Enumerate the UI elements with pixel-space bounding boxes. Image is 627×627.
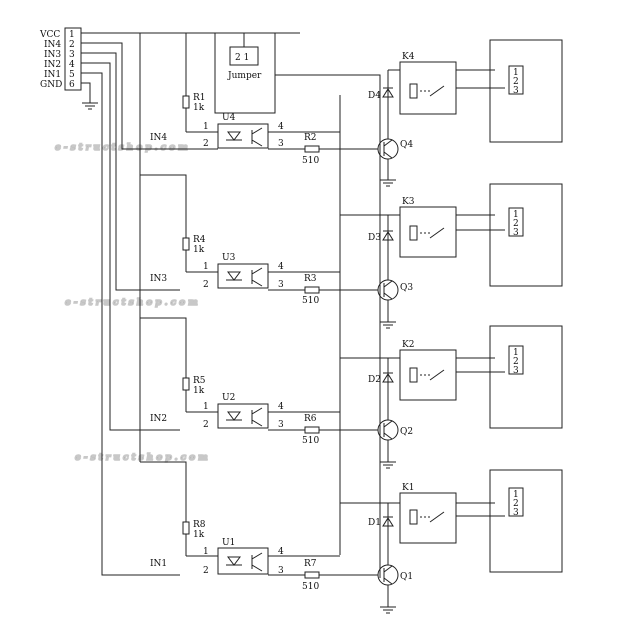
r2-value: 510: [302, 156, 319, 166]
svg-text:D2: D2: [368, 375, 381, 385]
svg-text:2: 2: [203, 280, 209, 290]
svg-text:1: 1: [513, 490, 519, 500]
svg-text:1k: 1k: [193, 530, 205, 540]
svg-text:K3: K3: [402, 197, 415, 207]
d4-label: D4: [368, 91, 381, 101]
watermark-top: e-structshop.com: [55, 143, 191, 153]
watermark-middle: e-structshop.com: [65, 298, 201, 308]
svg-text:2: 2: [513, 357, 519, 367]
svg-text:3: 3: [278, 566, 284, 576]
svg-text:K2: K2: [402, 340, 414, 350]
svg-text:4: 4: [278, 262, 284, 272]
svg-text:1: 1: [513, 210, 519, 220]
svg-text:U2: U2: [222, 393, 235, 403]
svg-text:3: 3: [513, 86, 519, 96]
pin-number-6: 6: [69, 80, 75, 90]
svg-text:510: 510: [302, 296, 319, 306]
pin-number-1: 1: [69, 30, 75, 40]
svg-text:U3: U3: [222, 253, 236, 263]
svg-text:R7: R7: [304, 559, 317, 569]
channel-1: R8 1k U1 1 2 3 4 R7 510 IN1 Q1 D1: [140, 461, 563, 614]
r2-label: R2: [304, 133, 317, 143]
pin-label-in1: IN1: [44, 70, 61, 80]
pin-label-vcc: VCC: [39, 30, 60, 40]
u4-label: U4: [222, 113, 236, 123]
svg-text:Q1: Q1: [400, 572, 413, 582]
jumper-pins: 2 1: [235, 53, 249, 63]
svg-text:IN3: IN3: [150, 274, 167, 284]
svg-text:Q3: Q3: [400, 283, 413, 293]
svg-text:1k: 1k: [193, 386, 205, 396]
pin-number-2: 2: [69, 40, 75, 50]
svg-text:1k: 1k: [193, 245, 205, 255]
jumper-label: Jumper: [227, 71, 262, 81]
svg-text:1: 1: [203, 402, 209, 412]
svg-text:R4: R4: [193, 235, 206, 245]
svg-text:4: 4: [278, 547, 284, 557]
svg-text:2: 2: [203, 420, 209, 430]
svg-text:2: 2: [203, 139, 209, 149]
svg-text:510: 510: [302, 436, 319, 446]
svg-text:R6: R6: [304, 414, 317, 424]
pin-number-3: 3: [69, 50, 75, 60]
svg-text:2: 2: [513, 219, 519, 229]
svg-text:R3: R3: [304, 274, 317, 284]
svg-text:1: 1: [203, 122, 209, 132]
svg-text:1: 1: [203, 262, 209, 272]
svg-text:D1: D1: [368, 518, 381, 528]
svg-text:3: 3: [278, 280, 284, 290]
svg-text:3: 3: [278, 139, 284, 149]
r1-value: 1k: [193, 103, 205, 113]
k4-label: K4: [402, 52, 415, 62]
pin-label-gnd: GND: [40, 80, 62, 90]
svg-text:Q2: Q2: [400, 427, 413, 437]
svg-text:1: 1: [513, 68, 519, 78]
svg-text:U1: U1: [222, 538, 235, 548]
pin-label-in3: IN3: [44, 50, 61, 60]
svg-text:R5: R5: [193, 376, 206, 386]
svg-text:4: 4: [278, 122, 284, 132]
svg-text:2: 2: [513, 499, 519, 509]
channel-2: R5 1k U2 1 2 3 4 R6 510 IN2 Q2 D2: [140, 317, 563, 469]
svg-text:3: 3: [278, 420, 284, 430]
q4-label: Q4: [400, 140, 413, 150]
pin-number-4: 4: [69, 60, 75, 70]
channel-4: R1 1k U4 1 2 3 4 R2 510 IN4 Q4: [150, 39, 563, 187]
svg-text:2: 2: [513, 77, 519, 87]
svg-text:K1: K1: [402, 483, 414, 493]
svg-text:3: 3: [513, 366, 519, 376]
svg-text:4: 4: [278, 402, 284, 412]
svg-text:D3: D3: [368, 233, 381, 243]
svg-text:1: 1: [513, 348, 519, 358]
in4-label: IN4: [150, 133, 167, 143]
svg-text:IN1: IN1: [150, 559, 167, 569]
pin-label-in2: IN2: [44, 60, 61, 70]
svg-text:510: 510: [302, 582, 319, 592]
jumper: 2 1 Jumper: [214, 32, 381, 578]
svg-text:1: 1: [203, 547, 209, 557]
channel-3: R4 1k U3 1 2 3 4 R3 510 IN3 Q3 D3: [140, 174, 563, 329]
watermark-lower: e-structshop.com: [75, 453, 211, 463]
svg-text:2: 2: [203, 566, 209, 576]
svg-text:3: 3: [513, 228, 519, 238]
svg-text:R8: R8: [193, 520, 206, 530]
svg-text:3: 3: [513, 508, 519, 518]
svg-text:IN2: IN2: [150, 414, 167, 424]
connector-wires: [81, 32, 300, 576]
r1-label: R1: [193, 93, 206, 103]
input-connector: VCC IN4 IN3 IN2 IN1 GND 1 2 3 4 5 6: [39, 27, 82, 91]
pin-number-5: 5: [69, 70, 75, 80]
pin-label-in4: IN4: [44, 40, 61, 50]
